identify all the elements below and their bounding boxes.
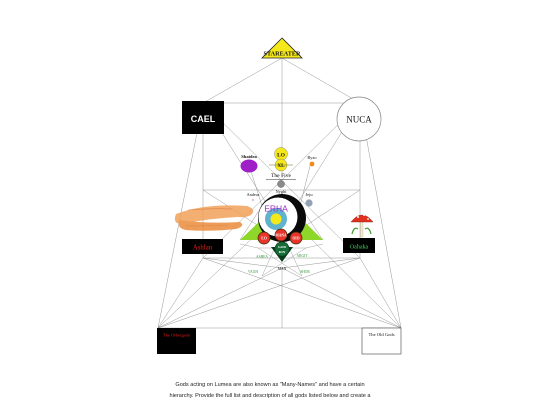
xl-label: XL xyxy=(277,163,285,169)
othergods-node: The Othergods xyxy=(157,328,196,354)
nuca-node: NUCA xyxy=(336,96,382,142)
nyght-node: Nyght xyxy=(276,180,288,194)
mana-label: MANA xyxy=(275,234,287,238)
kin-label: KIN xyxy=(279,250,286,254)
mana-node: MANA xyxy=(274,228,288,242)
man-label: MAN xyxy=(278,267,287,271)
stareater-node: STAREATER xyxy=(261,37,303,59)
the-five-label: The Five xyxy=(271,173,292,179)
oahaka-label: Oahaka xyxy=(350,245,369,251)
cael-node: CAEL xyxy=(182,101,224,134)
shaidea-node: Shaidea xyxy=(240,154,258,173)
orange-flame-icon xyxy=(174,205,254,231)
jeju-label: Jeju xyxy=(305,192,313,197)
andeus-node: Andeus xyxy=(247,192,260,202)
left-small-label: F.O xyxy=(261,237,267,241)
shaidea-label: Shaidea xyxy=(241,154,257,159)
lo-node: LO xyxy=(274,147,288,161)
caption-line-1: Gods acting on Lumea are also known as "… xyxy=(175,382,365,388)
godkin-node: GOD KIN xyxy=(271,241,293,262)
vaxh-label: VAXH xyxy=(248,270,258,274)
argit-label: ARGIT xyxy=(297,254,309,258)
oahaka-node: Oahaka xyxy=(343,238,375,253)
nuca-label: NUCA xyxy=(346,115,372,125)
byzo-label: Byzo xyxy=(307,155,317,160)
left-small-node: F.O xyxy=(257,231,271,245)
ashlan-label: Ashlan xyxy=(193,245,213,252)
andeus-label: Andeus xyxy=(247,192,260,197)
jeju-node: Jeju xyxy=(305,192,313,207)
byzo-node: Byzo xyxy=(307,155,317,167)
ashea-label: ASHEA xyxy=(256,255,268,259)
xl-node: XL xyxy=(269,158,293,172)
ashlan-node: Ashlan xyxy=(182,239,223,254)
othergods-label: The Othergods xyxy=(163,333,191,338)
nyght-label: Nyght xyxy=(276,189,288,194)
lo-label: LO xyxy=(277,152,285,158)
right-small-label: OIO xyxy=(293,237,300,241)
god-label: GOD xyxy=(278,245,286,249)
stareater-label: STAREATER xyxy=(264,51,301,58)
erha-label: ERHA xyxy=(264,204,288,214)
shor-label: SHOR xyxy=(300,270,310,274)
erha-node: ERHA xyxy=(258,194,306,242)
mushroom-icon xyxy=(350,214,374,238)
old-gods-node: The Old Gods xyxy=(361,327,402,355)
cael-label: CAEL xyxy=(191,114,216,124)
caption-line-2: hierarchy. Provide the full list and des… xyxy=(169,393,371,399)
old-gods-label: The Old Gods xyxy=(368,332,394,337)
right-small-node: OIO xyxy=(289,231,303,245)
